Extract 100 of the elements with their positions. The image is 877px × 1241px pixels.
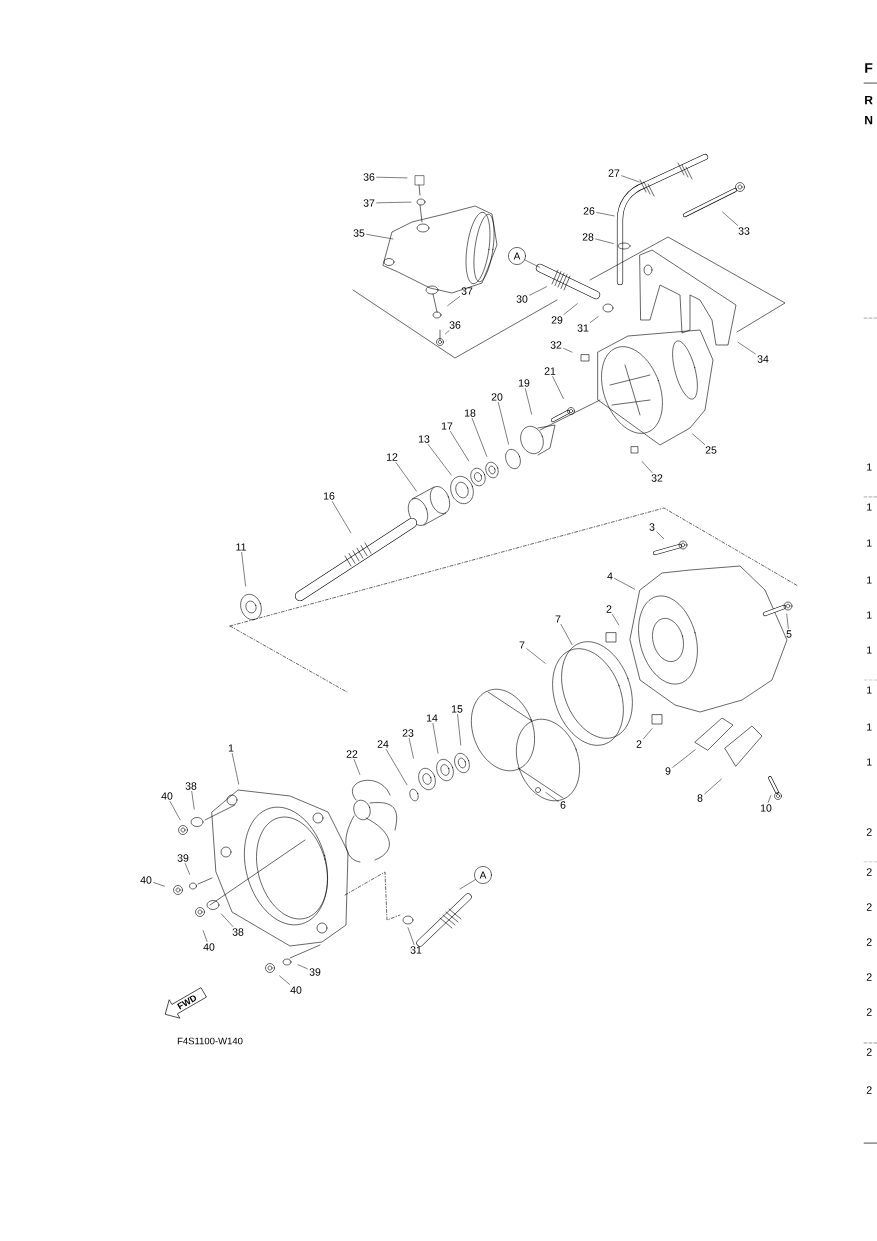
callout-number: 4 [607, 572, 613, 580]
callout-number: 3 [649, 523, 655, 531]
leader-line [185, 863, 190, 875]
leader-line [332, 501, 352, 534]
callout-number: 8 [697, 794, 703, 802]
leader-line [376, 176, 408, 179]
leader-line [450, 431, 469, 462]
leader-line [498, 402, 509, 445]
callout-number: 10 [760, 804, 772, 812]
callout-number: 27 [608, 169, 620, 177]
leader-line [376, 201, 412, 204]
leader-line [427, 444, 452, 476]
callout-number: 26 [583, 207, 595, 215]
leader-line [471, 418, 488, 457]
callout-number: 40 [140, 876, 152, 884]
page-edge-text: 2 [866, 1048, 872, 1056]
leader-line [563, 303, 578, 315]
callout-number: 30 [516, 295, 528, 303]
callout-number: 18 [464, 409, 476, 417]
page-edge-text: R [865, 95, 873, 105]
leader-line [459, 879, 476, 890]
leader-line [231, 753, 239, 785]
callout-number: 13 [418, 435, 430, 443]
leader-line [590, 316, 599, 323]
callout-number: 16 [323, 492, 335, 500]
leader-line [722, 211, 738, 226]
callout-number: 7 [519, 641, 525, 649]
page-edge-text: 1 [867, 611, 872, 619]
callout-number: 19 [518, 379, 530, 387]
leader-line [641, 461, 653, 473]
leader-line [595, 238, 614, 244]
leader-line [353, 759, 361, 775]
page-edge-text: 1 [867, 463, 872, 471]
leader-line [596, 212, 615, 217]
leader-line [297, 964, 308, 969]
callout-number: 9 [665, 767, 671, 775]
callout-number: 39 [177, 854, 189, 862]
leader-line [385, 749, 408, 786]
callout-number: 31 [410, 946, 422, 954]
callout-number: 37 [461, 287, 473, 295]
page-edge-text: 2 [866, 938, 872, 946]
leader-line [279, 975, 290, 985]
callout-number: 36 [363, 173, 375, 181]
leader-line [445, 330, 450, 335]
leader-line [656, 531, 665, 540]
page-edge-text: N [865, 115, 873, 125]
callout-number: 22 [346, 750, 358, 758]
callout-number: 32 [651, 474, 663, 482]
callout-number: 31 [577, 324, 589, 332]
page-edge-text: 1 [867, 503, 872, 511]
leader-line [153, 882, 165, 887]
callout-number: 5 [786, 630, 792, 638]
page-edge-text: 2 [866, 1086, 872, 1094]
leader-line [432, 723, 439, 754]
leader-line [643, 728, 653, 739]
page-edge-text: 2 [866, 828, 872, 836]
callout-number: 11 [236, 543, 246, 551]
page-edge-text: 2 [866, 868, 872, 876]
leader-line [529, 286, 547, 296]
callout-number: 28 [582, 233, 594, 241]
page-edge-text: 1 [867, 686, 872, 694]
callout-number: 37 [363, 199, 375, 207]
callout-number: 6 [560, 801, 566, 809]
leader-line [457, 714, 462, 746]
leader-line [408, 738, 414, 759]
page-edge-text: 2 [866, 973, 872, 981]
callout-number: 39 [309, 968, 321, 976]
leader-line [169, 801, 181, 820]
callout-number: 15 [451, 705, 463, 713]
callout-number: 29 [551, 316, 563, 324]
leader-line [525, 388, 532, 415]
part-code: F4S1100-W140 [177, 1037, 243, 1045]
page-edge-text: 1 [867, 646, 872, 654]
leader-line [407, 927, 415, 945]
leader-line [545, 792, 559, 802]
leader-line [672, 749, 696, 768]
callout-number: 12 [386, 453, 398, 461]
leader-line [621, 175, 640, 183]
leader-line [552, 376, 564, 399]
callout-number: 14 [426, 714, 438, 722]
leader-line [202, 930, 208, 942]
leader-line [241, 552, 246, 587]
leader-line [526, 648, 546, 664]
page-edge-text: F [865, 63, 873, 73]
leader-line [366, 234, 394, 240]
leader-line [767, 795, 772, 803]
leader-line [737, 342, 756, 355]
leader-line [786, 613, 789, 629]
callout-number: 25 [705, 446, 717, 454]
leader-line [447, 296, 460, 306]
callout-number: 33 [738, 227, 750, 235]
leader-line [612, 614, 620, 626]
callout-number: 2 [606, 605, 612, 613]
leader-line [704, 778, 722, 795]
leader-line [560, 624, 573, 645]
callout-number: 32 [550, 341, 562, 349]
callout-number: 40 [161, 792, 173, 800]
callout-number: 38 [185, 782, 197, 790]
page-edge-text: 1 [867, 758, 872, 766]
callout-number: 34 [757, 355, 769, 363]
